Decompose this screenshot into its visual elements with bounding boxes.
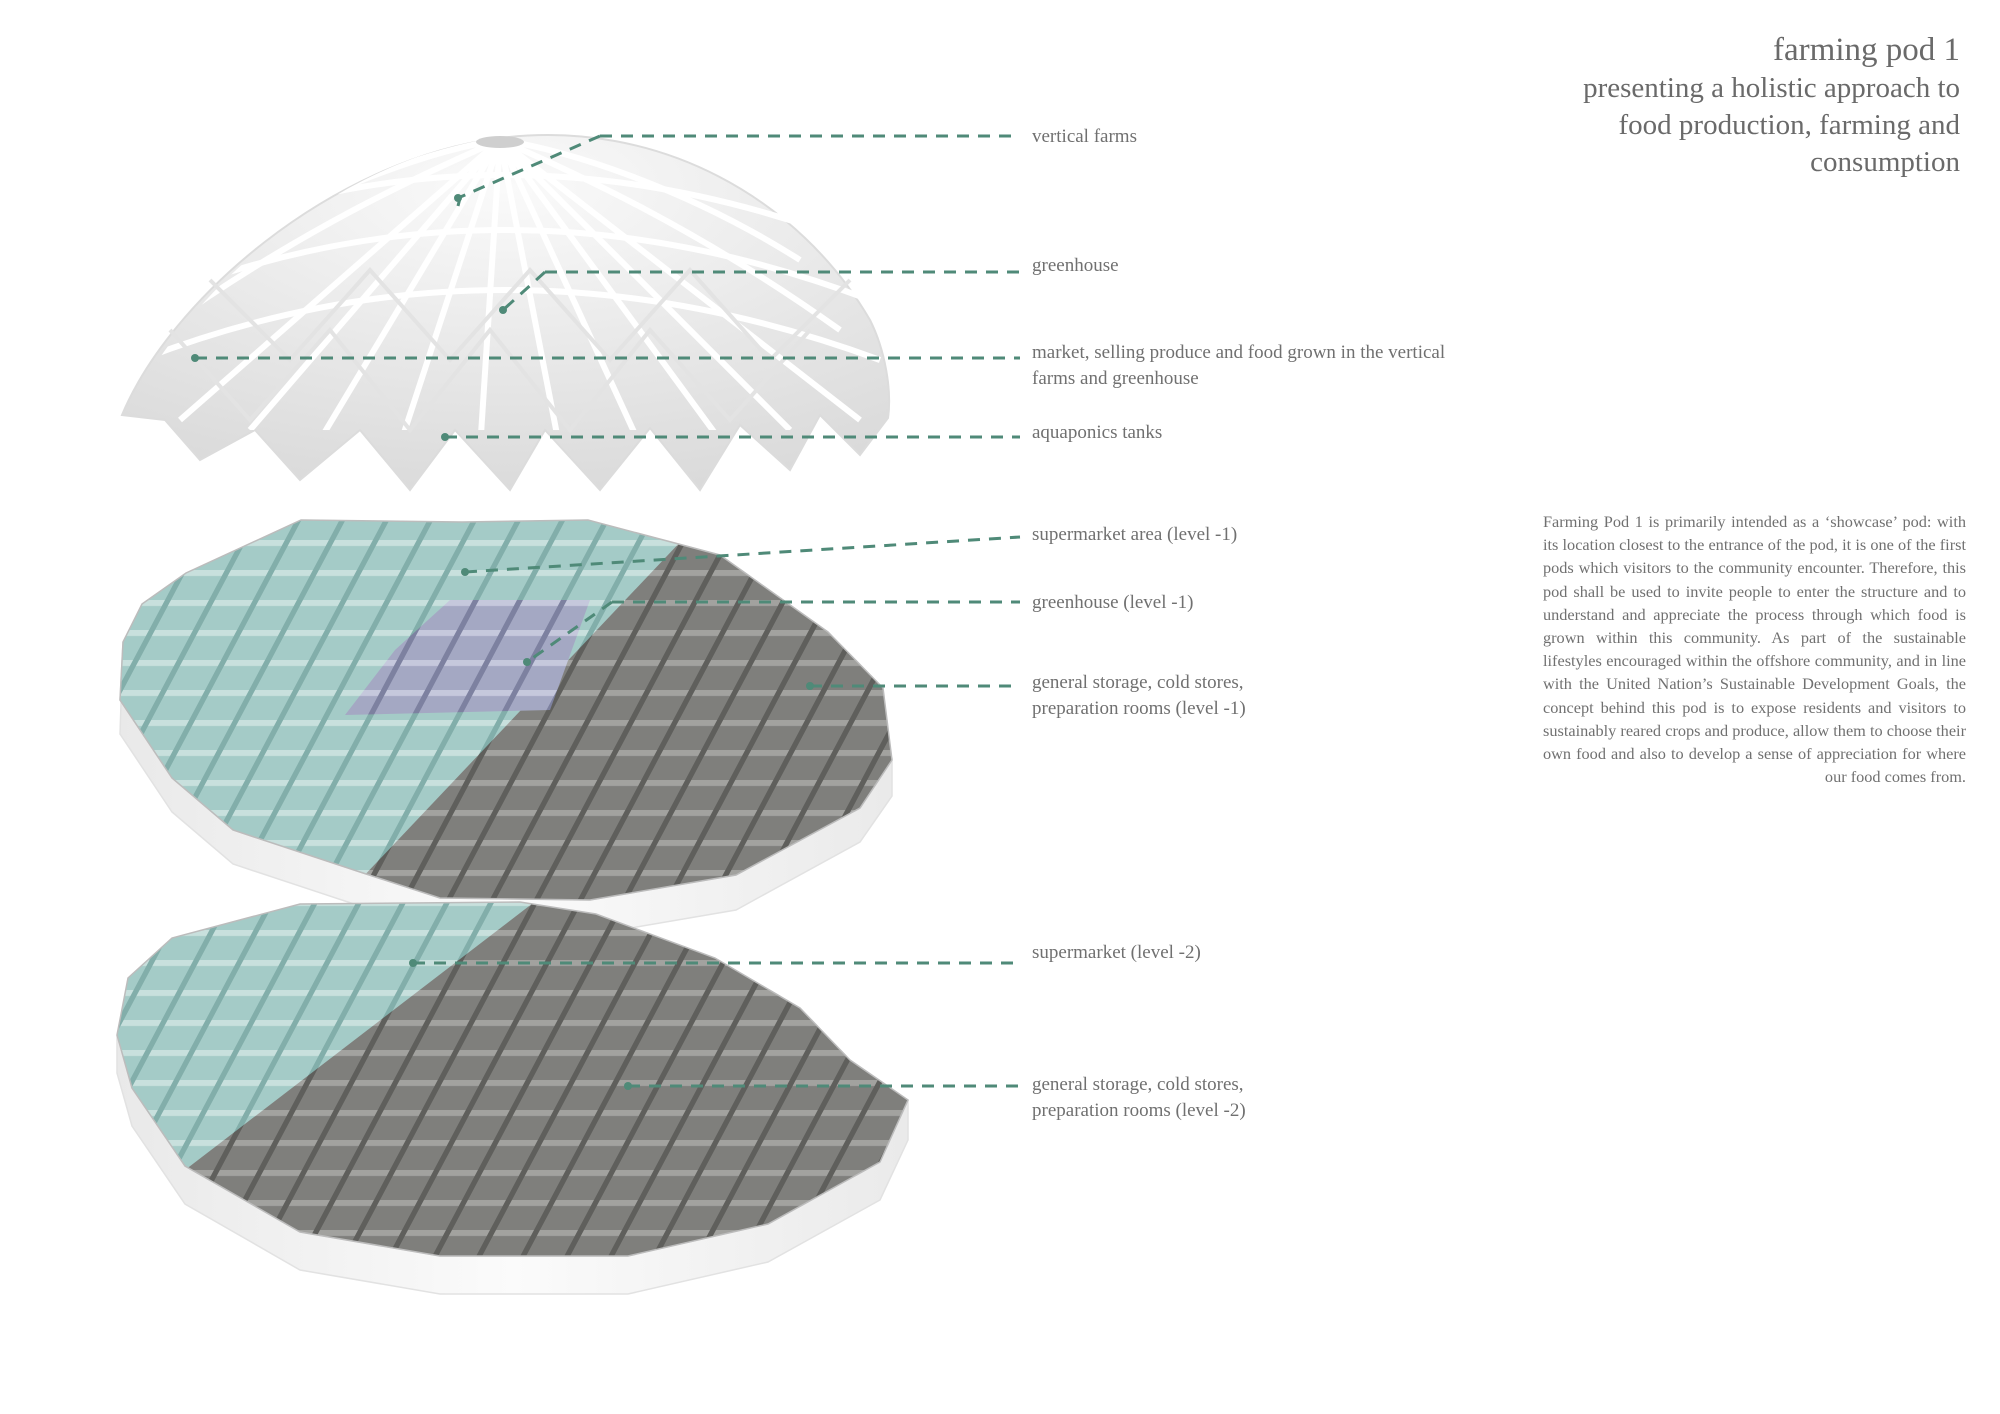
leader-supermarket-area-l1	[464, 535, 1021, 574]
leader-lines	[195, 134, 1021, 1088]
subtitle-line-2: food production, farming and	[1618, 109, 1960, 141]
label-market-line1: market, selling produce and food grown i…	[1032, 342, 1446, 363]
label-greenhouse-l1: greenhouse (level -1)	[1032, 592, 1194, 613]
subtitle-line-3: consumption	[1810, 146, 1960, 178]
leader-greenhouse-l1	[526, 600, 1020, 664]
label-storage-l2-line1: general storage, cold stores,	[1032, 1074, 1244, 1095]
label-aquaponics: aquaponics tanks	[1032, 422, 1163, 443]
title-block: farming pod 1 presenting a holistic appr…	[1583, 30, 1960, 181]
slab-level-2	[116, 901, 909, 1295]
leader-dots	[191, 194, 814, 1090]
label-market: market, selling produce and food grown i…	[1032, 340, 1445, 392]
subtitle-line-1: presenting a holistic approach to	[1583, 72, 1960, 104]
label-storage-l2: general storage, cold stores, preparatio…	[1032, 1072, 1246, 1124]
label-storage-l1-line1: general storage, cold stores,	[1032, 672, 1244, 693]
description-paragraph: Farming Pod 1 is primarily intended as a…	[1543, 512, 1966, 787]
label-supermarket-area-l1: supermarket area (level -1)	[1032, 524, 1238, 545]
page-title: farming pod 1	[1773, 32, 1960, 68]
leader-greenhouse	[501, 270, 1020, 312]
slab-level-1	[119, 519, 893, 936]
label-greenhouse: greenhouse	[1032, 255, 1119, 276]
label-storage-l2-line2: preparation rooms (level -2)	[1032, 1100, 1246, 1121]
label-supermarket-l2: supermarket (level -2)	[1032, 942, 1201, 963]
label-storage-l1: general storage, cold stores, preparatio…	[1032, 670, 1246, 722]
label-vertical-farms: vertical farms	[1032, 126, 1137, 147]
label-storage-l1-line2: preparation rooms (level -1)	[1032, 698, 1246, 719]
label-market-line2: farms and greenhouse	[1032, 368, 1199, 389]
